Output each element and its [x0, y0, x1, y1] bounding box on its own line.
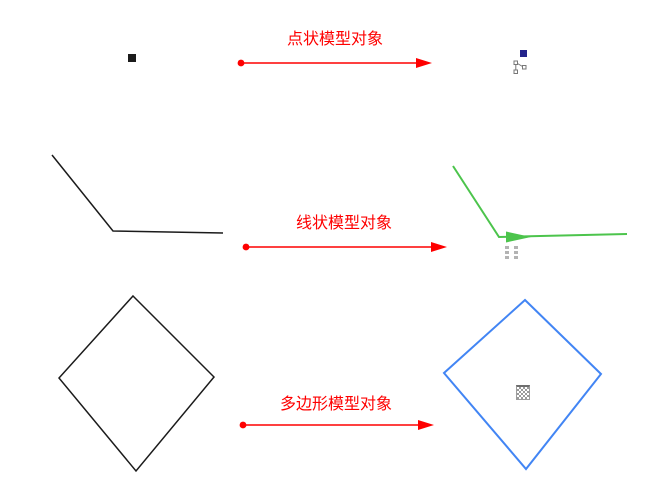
model-polyline [452, 165, 628, 243]
arrow-tail-dot [239, 421, 247, 429]
point-arrow [237, 58, 432, 68]
arrow-tail-dot [237, 59, 245, 67]
polygon-model-label: 多边形模型对象 [279, 396, 392, 413]
direction-arrowhead-icon [506, 231, 531, 243]
model-point-marker [520, 50, 527, 57]
source-polygon [58, 294, 216, 473]
source-point-marker [128, 54, 136, 62]
model-polygon [442, 298, 603, 471]
arrowhead-icon [431, 242, 447, 252]
polygon-arrow [239, 420, 434, 430]
line-arrow [242, 242, 447, 252]
arrowhead-icon [416, 58, 432, 68]
arrowhead-icon [418, 420, 434, 430]
dashed-bars-icon [505, 246, 509, 261]
hatch-pattern-icon [516, 385, 530, 400]
dashed-bars-icon [514, 246, 518, 261]
line-model-label: 线状模型对象 [295, 215, 392, 232]
branch-nodes-icon [513, 60, 527, 74]
arrow-tail-dot [242, 243, 250, 251]
source-polyline [51, 154, 224, 234]
point-model-label: 点状模型对象 [286, 31, 383, 48]
